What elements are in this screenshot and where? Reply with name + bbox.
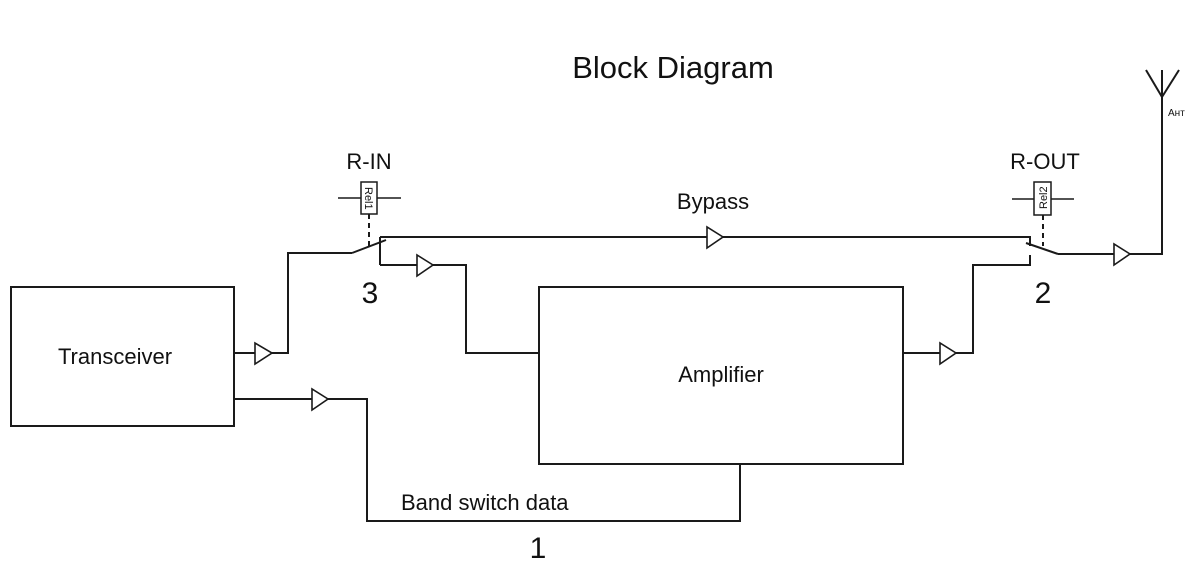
relay-in-name: R-IN (346, 149, 391, 174)
bypass-arrow-icon (706, 225, 725, 250)
antenna-label: Ант (1168, 108, 1185, 119)
relay-in: R-IN Rel1 3 (338, 149, 401, 310)
relay-out-name: R-OUT (1010, 149, 1080, 174)
tx-to-rin-wire (234, 252, 352, 354)
relay-in-tag: Rel1 (362, 187, 374, 210)
node-number-3: 3 (362, 277, 379, 310)
signal-arrow-icon (1113, 242, 1132, 267)
node-number-1: 1 (530, 532, 547, 565)
rout-to-antenna-wire (1058, 94, 1163, 255)
rin-to-amp-wire (380, 264, 539, 354)
bypass-wire (380, 236, 1031, 246)
signal-arrow-icon (311, 387, 330, 412)
amplifier-label: Amplifier (678, 362, 764, 387)
transceiver-block: Transceiver (10, 286, 235, 427)
band-switch-label: Band switch data (401, 490, 569, 515)
signal-arrow-icon (416, 253, 435, 278)
relay-out-contact (1025, 242, 1059, 255)
diagram-title: Block Diagram (572, 50, 774, 85)
node-number-2: 2 (1035, 277, 1052, 310)
antenna-icon: Ант (1145, 69, 1185, 119)
bypass-label: Bypass (677, 189, 749, 214)
signal-arrow-icon (939, 341, 958, 366)
transceiver-label: Transceiver (58, 344, 172, 369)
amp-to-rout-wire (903, 255, 1031, 354)
signal-arrow-icon (254, 341, 274, 366)
relay-out-tag: Rel2 (1038, 186, 1050, 209)
amplifier-block: Amplifier (538, 286, 904, 465)
relay-out: R-OUT Rel2 2 (1010, 149, 1080, 310)
